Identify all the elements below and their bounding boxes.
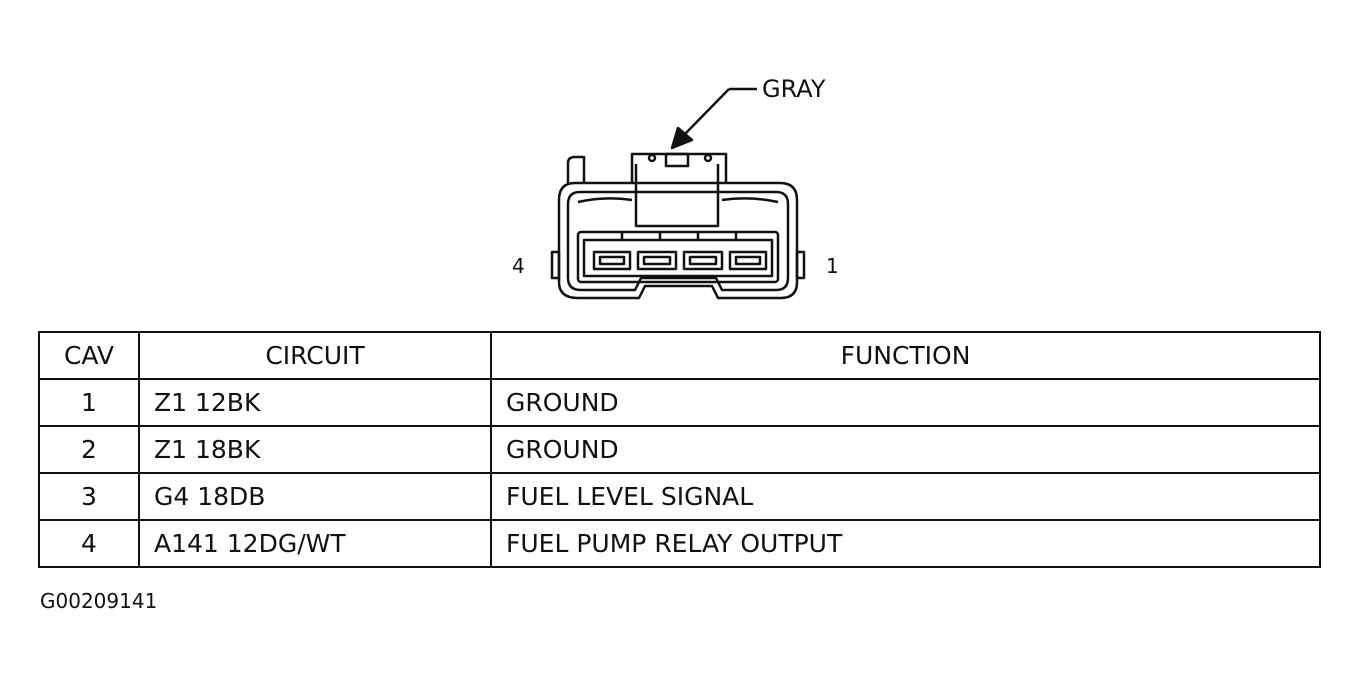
pinout-table: CAV CIRCUIT FUNCTION 1 Z1 12BK GROUND 2 … <box>38 331 1321 568</box>
terminal-pin-4 <box>592 250 632 271</box>
pin-1-label: 1 <box>826 254 839 278</box>
cav-cell: 2 <box>38 425 140 474</box>
cav-cell: 4 <box>38 519 140 568</box>
table-row: 2 Z1 18BK GROUND <box>38 425 1321 474</box>
figure-id: G00209141 <box>40 589 158 613</box>
cav-cell: 3 <box>38 472 140 521</box>
terminal-pin-3 <box>636 250 678 271</box>
function-cell: FUEL LEVEL SIGNAL <box>490 472 1321 521</box>
table-header-row: CAV CIRCUIT FUNCTION <box>38 331 1321 380</box>
function-cell: GROUND <box>490 425 1321 474</box>
table-row: 4 A141 12DG/WT FUEL PUMP RELAY OUTPUT <box>38 519 1321 568</box>
function-cell: GROUND <box>490 378 1321 427</box>
pin-4-label: 4 <box>512 254 525 278</box>
column-header-cav: CAV <box>38 331 140 380</box>
circuit-cell: A141 12DG/WT <box>138 519 492 568</box>
color-callout-label: GRAY <box>762 75 826 103</box>
column-header-circuit: CIRCUIT <box>138 331 492 380</box>
cav-cell: 1 <box>38 378 140 427</box>
connector-diagram: GRAY 4 1 <box>512 75 839 300</box>
function-cell: FUEL PUMP RELAY OUTPUT <box>490 519 1321 568</box>
column-header-function: FUNCTION <box>490 331 1321 380</box>
terminal-pin-1 <box>728 250 768 271</box>
callout-arrow <box>670 87 757 150</box>
circuit-cell: Z1 12BK <box>138 378 492 427</box>
terminal-pin-2 <box>682 250 724 271</box>
circuit-cell: Z1 18BK <box>138 425 492 474</box>
connector-body <box>550 152 806 300</box>
circuit-cell: G4 18DB <box>138 472 492 521</box>
table-row: 3 G4 18DB FUEL LEVEL SIGNAL <box>38 472 1321 521</box>
terminal-cavity-area <box>576 230 780 284</box>
table-row: 1 Z1 12BK GROUND <box>38 378 1321 427</box>
